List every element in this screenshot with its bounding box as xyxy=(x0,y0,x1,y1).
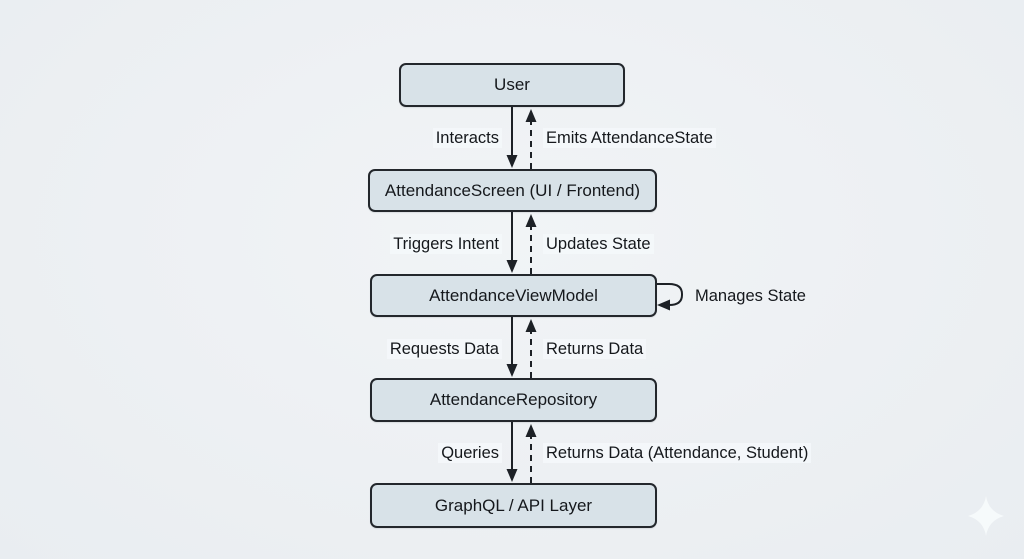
edge-label-triggers-intent: Triggers Intent xyxy=(390,234,502,254)
edge-label-requests-data: Requests Data xyxy=(386,339,502,359)
node-attendance-repository-label: AttendanceRepository xyxy=(429,390,598,409)
edge-label-emits-attendancestate: Emits AttendanceState xyxy=(543,128,716,148)
sparkle-icon xyxy=(968,496,1004,536)
node-user: User xyxy=(399,63,625,107)
node-graphql-api-layer: GraphQL / API Layer xyxy=(370,483,657,528)
edge-returns-data-api-arrow xyxy=(525,424,537,483)
edge-updates-state-arrow xyxy=(525,214,537,274)
node-attendance-viewmodel-label: AttendanceViewModel xyxy=(429,285,598,305)
node-attendance-repository: AttendanceRepository xyxy=(370,378,657,422)
node-attendance-viewmodel: AttendanceViewModel xyxy=(370,274,657,317)
edge-triggers-intent-arrow xyxy=(506,212,518,273)
node-attendance-screen: AttendanceScreen (UI / Frontend) xyxy=(368,169,657,212)
edge-interacts-arrow xyxy=(506,107,518,168)
edge-label-manages-state: Manages State xyxy=(695,287,806,305)
edge-label-updates-state: Updates State xyxy=(543,234,654,254)
node-attendance-screen-label: AttendanceScreen (UI / Frontend) xyxy=(384,180,641,200)
edge-label-queries: Queries xyxy=(438,443,502,463)
node-user-label: User xyxy=(494,75,530,94)
edge-requests-data-arrow xyxy=(506,317,518,377)
edge-manages-state-loop xyxy=(657,283,683,311)
edge-returns-data-arrow xyxy=(525,319,537,378)
edge-queries-arrow xyxy=(506,422,518,482)
edge-label-returns-data: Returns Data xyxy=(543,339,647,359)
edge-label-returns-data-attendance-student: Returns Data (Attendance, Student) xyxy=(543,443,812,463)
node-graphql-api-layer-label: GraphQL / API Layer xyxy=(434,495,593,515)
edge-emits-attendancestate-arrow xyxy=(525,109,537,169)
edge-label-interacts: Interacts xyxy=(432,128,502,148)
